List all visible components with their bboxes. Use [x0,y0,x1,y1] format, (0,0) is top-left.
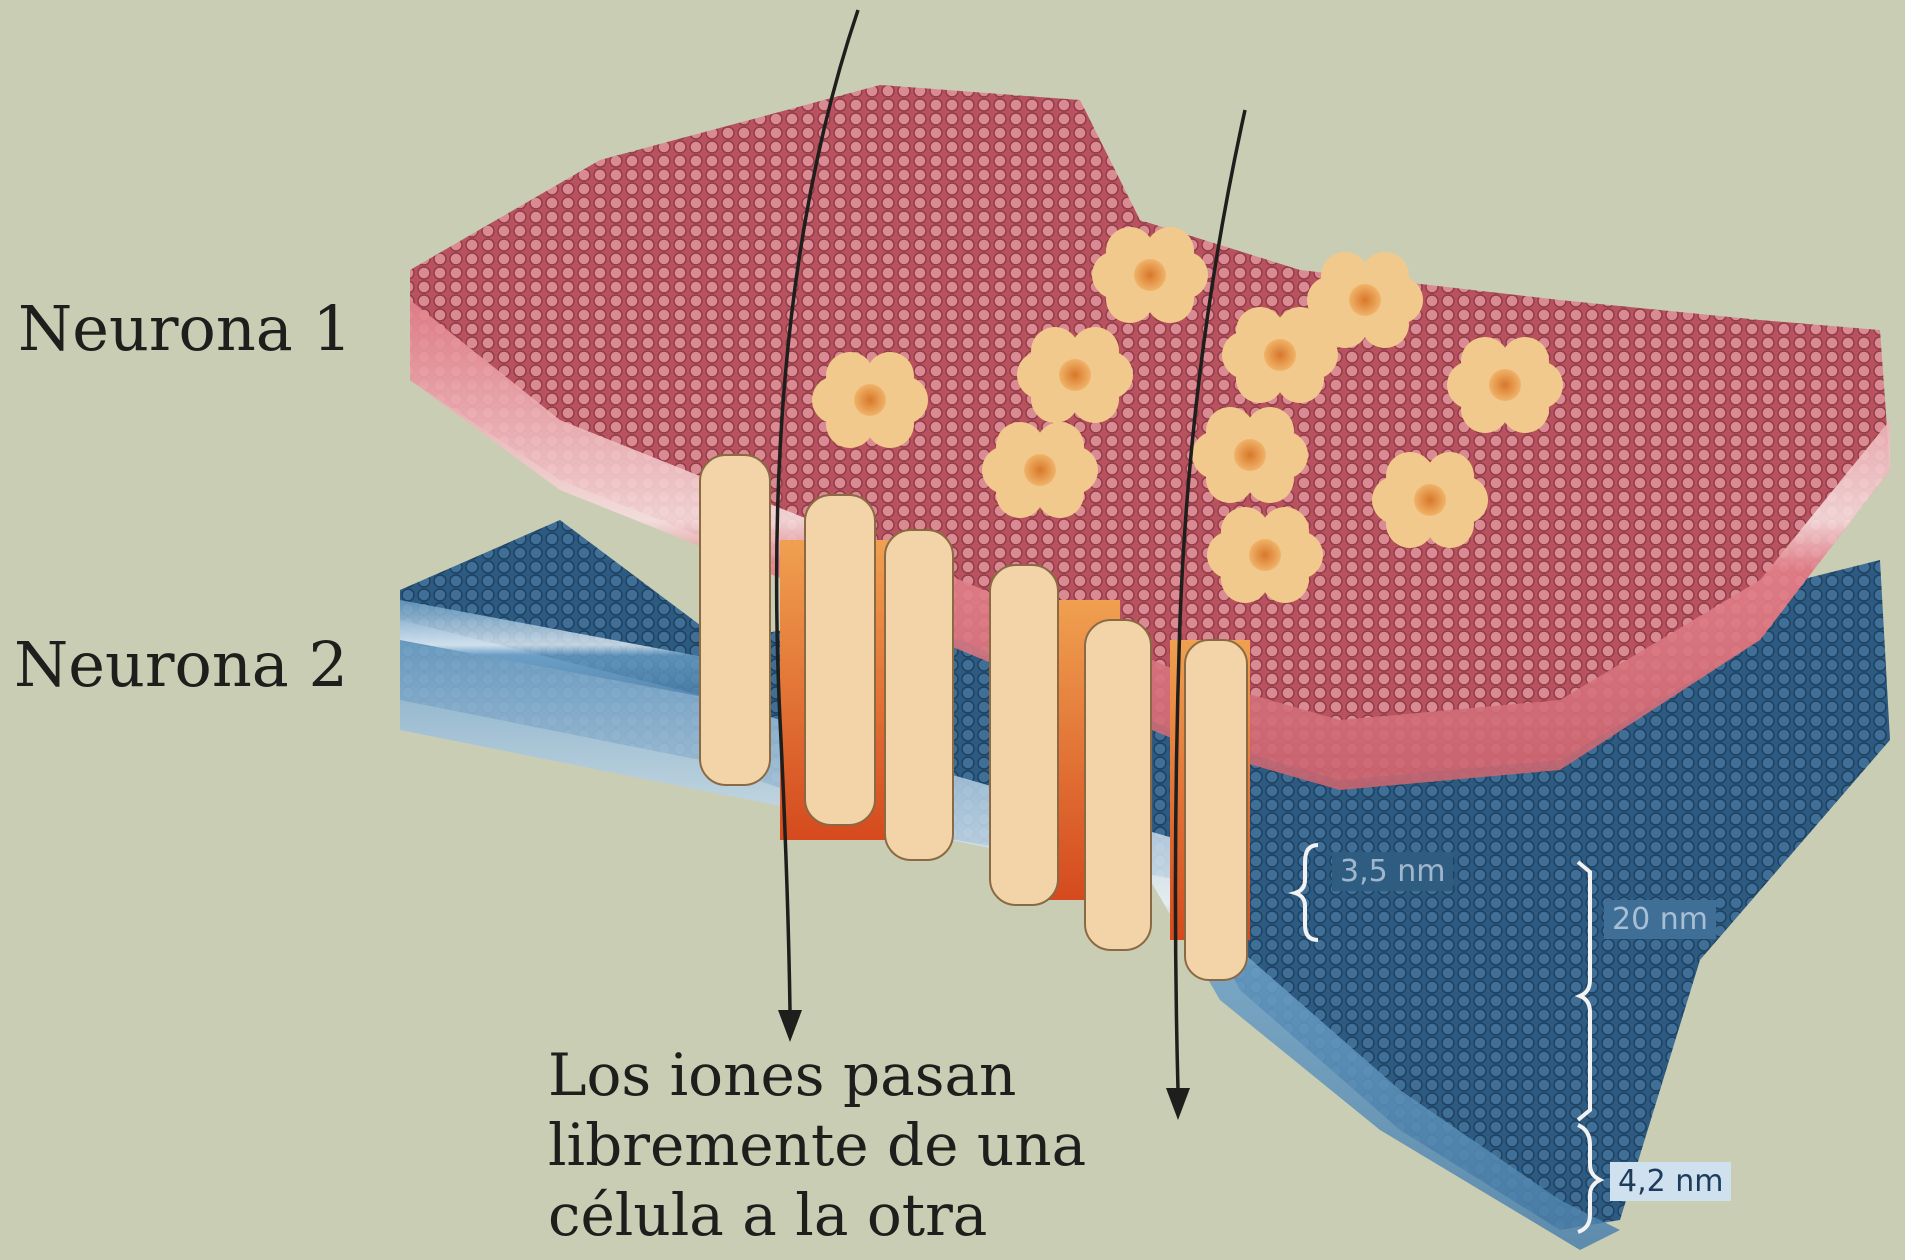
caption-line: Los iones pasan [548,1040,1248,1110]
gap-width-label: 4,2 nm [1610,1162,1731,1201]
bilayer-thickness-label: 3,5 nm [1332,852,1453,891]
arrowhead-left [778,1010,802,1042]
neuron-1-label: Neurona 1 [18,292,352,365]
caption-line: célula a la otra [548,1180,1248,1250]
ion-flow-caption: Los iones pasan libremente de una célula… [548,1040,1248,1250]
caption-line: libremente de una [548,1110,1248,1180]
neuron-2-label: Neurona 2 [14,628,348,701]
junction-width-label: 20 nm [1604,900,1716,939]
